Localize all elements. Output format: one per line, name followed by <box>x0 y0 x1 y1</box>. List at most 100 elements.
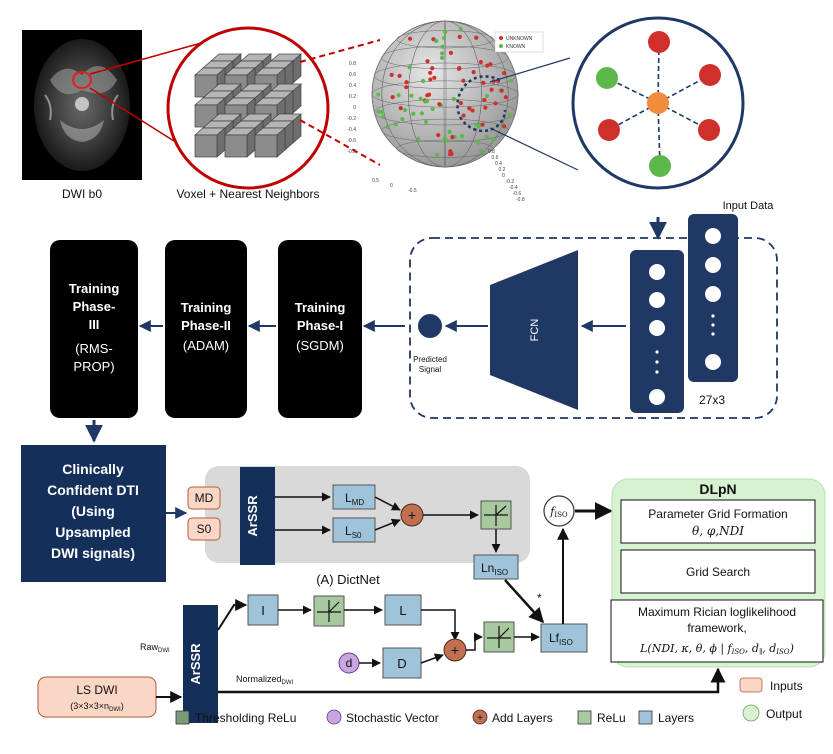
vector-element <box>649 264 665 280</box>
sphere-sample-point <box>507 112 512 118</box>
sphere-sample-point <box>424 98 430 104</box>
sphere-sample-point <box>435 152 440 157</box>
d-layer-label: D <box>397 656 406 671</box>
fcn-label: FCN <box>529 319 541 342</box>
param-grid-box <box>620 499 816 544</box>
l-md-layer: LMD <box>332 484 376 510</box>
grid-search-box <box>620 549 816 594</box>
mrl-math-c: , d <box>762 642 776 655</box>
sphere-sample-point <box>461 113 466 118</box>
dwi-caption: DWI b0 <box>62 187 102 201</box>
sphere-sample-point <box>419 111 425 116</box>
i-label: I <box>261 603 265 618</box>
sphere-sample-point <box>434 38 439 44</box>
dictnet-arssr-block: ArSSR <box>240 467 275 565</box>
lower-arssr-block: ArSSR <box>183 605 218 723</box>
star-neighbor-node <box>649 155 671 177</box>
i-layer: I <box>247 594 279 626</box>
svg-text:LnISO: LnISO <box>481 561 508 577</box>
sphere-sample-point <box>441 35 447 41</box>
svg-text:LfISO: LfISO <box>549 631 573 647</box>
dictnet-caption: (A) DictNet <box>316 572 380 587</box>
sphere-sample-point <box>451 96 456 102</box>
phase3-line1: Training <box>69 281 120 296</box>
sphere-sample-point <box>476 140 481 145</box>
sphere-sample-point <box>396 93 401 98</box>
md-label: MD <box>195 491 214 505</box>
phase1-line2: Phase-I <box>297 318 343 333</box>
phase2-line2: Phase-II <box>181 318 231 333</box>
l-s0-sub: S0 <box>352 531 362 540</box>
neighborhood-dotted-path <box>456 75 507 132</box>
s0-label: S0 <box>197 522 212 536</box>
fcn-dashed-container <box>409 237 778 419</box>
mrl-math-sub2: ∥ <box>759 648 762 656</box>
l-md-main: L <box>345 491 352 505</box>
mrl-formula: L(NDI, κ, θ, ϕ | fISO, d∥, dISO) <box>639 642 794 656</box>
input-vector-front <box>630 250 684 413</box>
arrow-arssr-to-i <box>217 599 248 631</box>
sphere-ytick: -0.4 <box>347 127 356 133</box>
vector-ellipsis-dot <box>655 370 659 374</box>
sphere-sample-point <box>428 70 433 75</box>
vector-element <box>649 320 665 336</box>
sphere-sample-point <box>400 116 405 122</box>
sphere-sample-point <box>442 136 447 141</box>
phase3-line3: III <box>89 317 100 332</box>
sphere-sample-point <box>407 36 413 41</box>
sphere-xtick: -0.5 <box>408 188 417 194</box>
sphere-sample-point <box>430 66 435 71</box>
sphere-sample-point <box>502 70 507 76</box>
relu-swatch <box>577 710 592 725</box>
sphere-sample-point <box>402 107 408 113</box>
lower-arssr-label: ArSSR <box>188 643 203 685</box>
star-neighbor-node <box>699 64 721 86</box>
sphere-sample-point <box>404 85 409 90</box>
sphere-sample-point <box>470 108 475 113</box>
svg-text:LMD: LMD <box>345 491 364 507</box>
svg-text:LS0: LS0 <box>345 524 362 540</box>
sphere-ztick: 0.4 <box>495 161 502 167</box>
sphere-sample-point <box>440 51 445 56</box>
star-neighbor-node <box>598 119 620 141</box>
sphere-ytick: 0 <box>353 105 356 111</box>
ln-iso-main: Ln <box>481 561 494 575</box>
sphere-sample-point <box>385 124 390 130</box>
legend-inputs: Inputs <box>770 679 803 693</box>
star-neighbor-node <box>698 119 720 141</box>
sphere-sample-point <box>381 114 386 119</box>
mrl-box <box>610 599 824 663</box>
stochastic-swatch <box>326 709 342 725</box>
sphere-plot: 0.80.60.40.20-0.2-0.4-0.6-0.8 0.50-0.5 0… <box>347 20 525 203</box>
vector-ellipsis-dot <box>655 360 659 364</box>
sphere-sample-point <box>458 26 463 31</box>
f-iso-node: fISO <box>543 495 575 527</box>
legend-unknown: UNKNOWN <box>506 36 533 42</box>
add-layers-swatch <box>472 709 488 725</box>
ls-dwi-dims: (3×3×3×nDWI) <box>70 701 123 713</box>
sphere-sample-point <box>483 105 488 110</box>
sphere-sample-point <box>443 29 448 35</box>
star-neighbor-node <box>596 67 618 89</box>
raw-dwi-label: RawDWI <box>140 642 170 654</box>
ls-dwi-dims-sub: DWI <box>109 707 121 713</box>
stochastic-d-node: d <box>338 652 360 674</box>
l-md-sub: MD <box>352 498 365 507</box>
arrow-add-to-relu2 <box>466 632 483 651</box>
sphere-sample-point <box>491 137 496 142</box>
sphere-sample-point <box>390 95 395 100</box>
voxel-cube <box>254 127 286 158</box>
f-iso-sub: ISO <box>554 511 568 519</box>
ls-dwi-dims-a: (3×3×3×n <box>70 701 109 711</box>
d-circle-label: d <box>346 656 353 670</box>
phase2-line1: Training <box>181 300 232 315</box>
sphere-sample-point <box>440 44 445 49</box>
legend-bottom: Thresholding ReLu Stochastic Vector + Ad… <box>175 677 803 725</box>
zoom-line-top <box>89 39 213 75</box>
sphere-xtick: 0.5 <box>372 178 379 184</box>
ln-iso-sub: ISO <box>494 568 508 577</box>
sphere-ztick: 0 <box>502 173 505 179</box>
sphere-legend: UNKNOWN KNOWN <box>494 31 544 53</box>
legend-add: Add Layers <box>492 711 553 725</box>
sphere-sample-point <box>488 62 493 67</box>
